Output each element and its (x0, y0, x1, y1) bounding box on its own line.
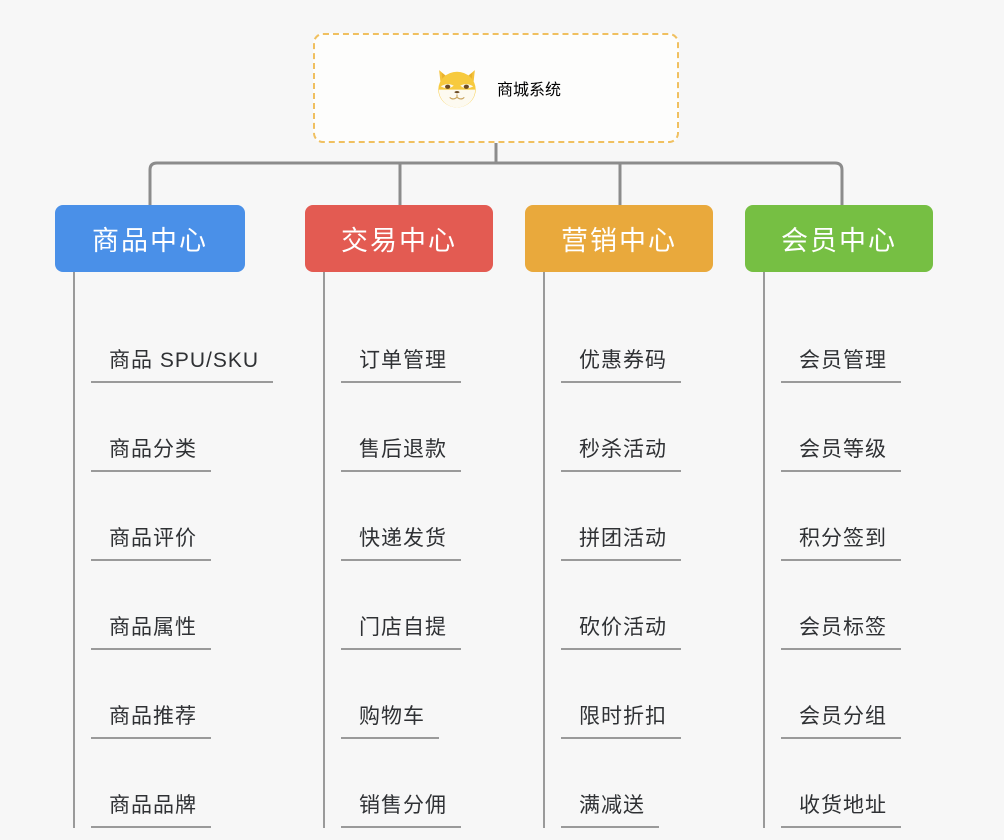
list-item[interactable]: 限时折扣 (561, 650, 713, 739)
list-item-label: 会员等级 (781, 437, 901, 472)
list-item-label: 商品 SPU/SKU (91, 348, 274, 383)
list-item-label: 秒杀活动 (561, 437, 681, 472)
root-node-title: 商城系统 (496, 82, 561, 99)
list-item-label: 销售分佣 (341, 793, 461, 828)
list-item[interactable]: 购物车 (341, 650, 493, 739)
list-item[interactable]: 优惠券码 (561, 294, 713, 383)
list-item-label: 商品分类 (91, 437, 211, 472)
category-header-label: 会员中心 (781, 226, 897, 256)
list-item[interactable]: 会员等级 (781, 383, 933, 472)
list-item-label: 购物车 (341, 704, 439, 739)
category-header-member[interactable]: 会员中心 (745, 205, 933, 272)
list-item[interactable]: 销售分佣 (341, 739, 493, 828)
list-item[interactable]: 商品推荐 (91, 650, 273, 739)
list-item-label: 商品属性 (91, 615, 211, 650)
category-header-product[interactable]: 商品中心 (55, 205, 245, 272)
list-item[interactable]: 订单管理 (341, 294, 493, 383)
list-item[interactable]: 拼团活动 (561, 472, 713, 561)
list-item-label: 售后退款 (341, 437, 461, 472)
list-item-label: 满减送 (561, 793, 659, 828)
list-item-label: 会员标签 (781, 615, 901, 650)
category-column-member: 会员中心 会员管理 会员等级 积分签到 会员标签 会员分组 收货地址 (745, 205, 933, 828)
list-item-label: 限时折扣 (561, 704, 681, 739)
list-item-label: 订单管理 (341, 348, 461, 383)
item-list-trade: 订单管理 售后退款 快递发货 门店自提 购物车 销售分佣 (323, 272, 493, 828)
connector-bus (148, 161, 844, 205)
list-item[interactable]: 会员分组 (781, 650, 933, 739)
list-item-label: 商品推荐 (91, 704, 211, 739)
list-item[interactable]: 积分签到 (781, 472, 933, 561)
list-item[interactable]: 商品 SPU/SKU (91, 294, 274, 383)
category-header-label: 交易中心 (341, 226, 457, 256)
list-item-label: 门店自提 (341, 615, 461, 650)
list-item[interactable]: 收货地址 (781, 739, 933, 828)
list-item[interactable]: 商品属性 (91, 561, 273, 650)
list-item[interactable]: 会员标签 (781, 561, 933, 650)
list-item-label: 快递发货 (341, 526, 461, 561)
list-item-label: 收货地址 (781, 793, 901, 828)
list-item[interactable]: 商品品牌 (91, 739, 273, 828)
item-list-product: 商品 SPU/SKU 商品分类 商品评价 商品属性 商品推荐 商品品牌 (73, 272, 274, 828)
category-header-trade[interactable]: 交易中心 (305, 205, 493, 272)
list-item[interactable]: 砍价活动 (561, 561, 713, 650)
list-item[interactable]: 门店自提 (341, 561, 493, 650)
list-item[interactable]: 会员管理 (781, 294, 933, 383)
category-header-label: 商品中心 (92, 226, 208, 256)
list-item-label: 商品品牌 (91, 793, 211, 828)
category-header-label: 营销中心 (561, 226, 677, 256)
list-item[interactable]: 商品分类 (91, 383, 273, 472)
category-header-marketing[interactable]: 营销中心 (525, 205, 713, 272)
list-item-label: 会员分组 (781, 704, 901, 739)
list-item-label: 会员管理 (781, 348, 901, 383)
category-column-trade: 交易中心 订单管理 售后退款 快递发货 门店自提 购物车 销售分佣 (305, 205, 493, 828)
list-item-label: 砍价活动 (561, 615, 681, 650)
item-list-member: 会员管理 会员等级 积分签到 会员标签 会员分组 收货地址 (763, 272, 933, 828)
list-item[interactable]: 商品评价 (91, 472, 273, 561)
category-column-marketing: 营销中心 优惠券码 秒杀活动 拼团活动 砍价活动 限时折扣 满减送 (525, 205, 713, 828)
list-item-label: 积分签到 (781, 526, 901, 561)
root-node-mall-system[interactable]: 商城系统 (313, 33, 679, 143)
list-item[interactable]: 快递发货 (341, 472, 493, 561)
list-item[interactable]: 售后退款 (341, 383, 493, 472)
list-item[interactable]: 满减送 (561, 739, 713, 828)
list-item-label: 拼团活动 (561, 526, 681, 561)
list-item-label: 优惠券码 (561, 348, 681, 383)
category-column-product: 商品中心 商品 SPU/SKU 商品分类 商品评价 商品属性 商品推荐 商品品牌 (55, 205, 274, 828)
shiba-dog-face-icon (438, 70, 476, 108)
list-item[interactable]: 秒杀活动 (561, 383, 713, 472)
list-item-label: 商品评价 (91, 526, 211, 561)
item-list-marketing: 优惠券码 秒杀活动 拼团活动 砍价活动 限时折扣 满减送 (543, 272, 713, 828)
